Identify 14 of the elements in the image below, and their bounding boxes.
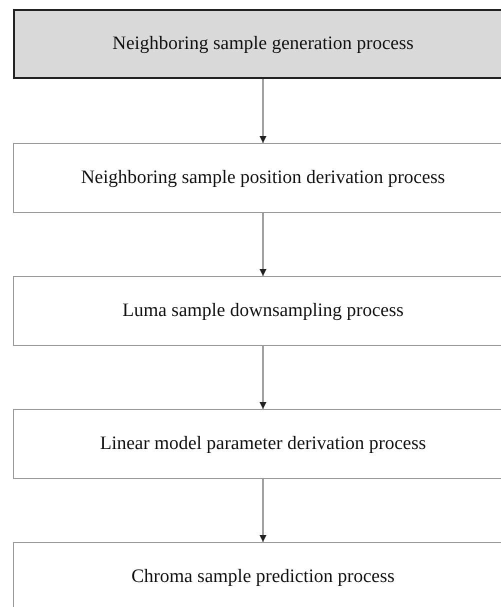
- process-box: [13, 409, 501, 479]
- box-label: Chroma sample prediction process: [131, 565, 395, 589]
- process-box: [13, 542, 501, 607]
- arrow: [260, 478, 266, 542]
- arrow: [260, 212, 266, 276]
- arrow: [260, 346, 266, 410]
- process-box: [13, 143, 501, 213]
- process-box: [13, 276, 501, 346]
- box-label: Linear model parameter derivation process: [100, 432, 426, 456]
- box-label: Luma sample downsampling process: [122, 299, 404, 323]
- process-box: [13, 9, 501, 79]
- arrow: [260, 78, 266, 144]
- box-label: Neighboring sample position derivation process: [80, 166, 446, 190]
- box-label: Neighboring sample generation process: [112, 32, 414, 56]
